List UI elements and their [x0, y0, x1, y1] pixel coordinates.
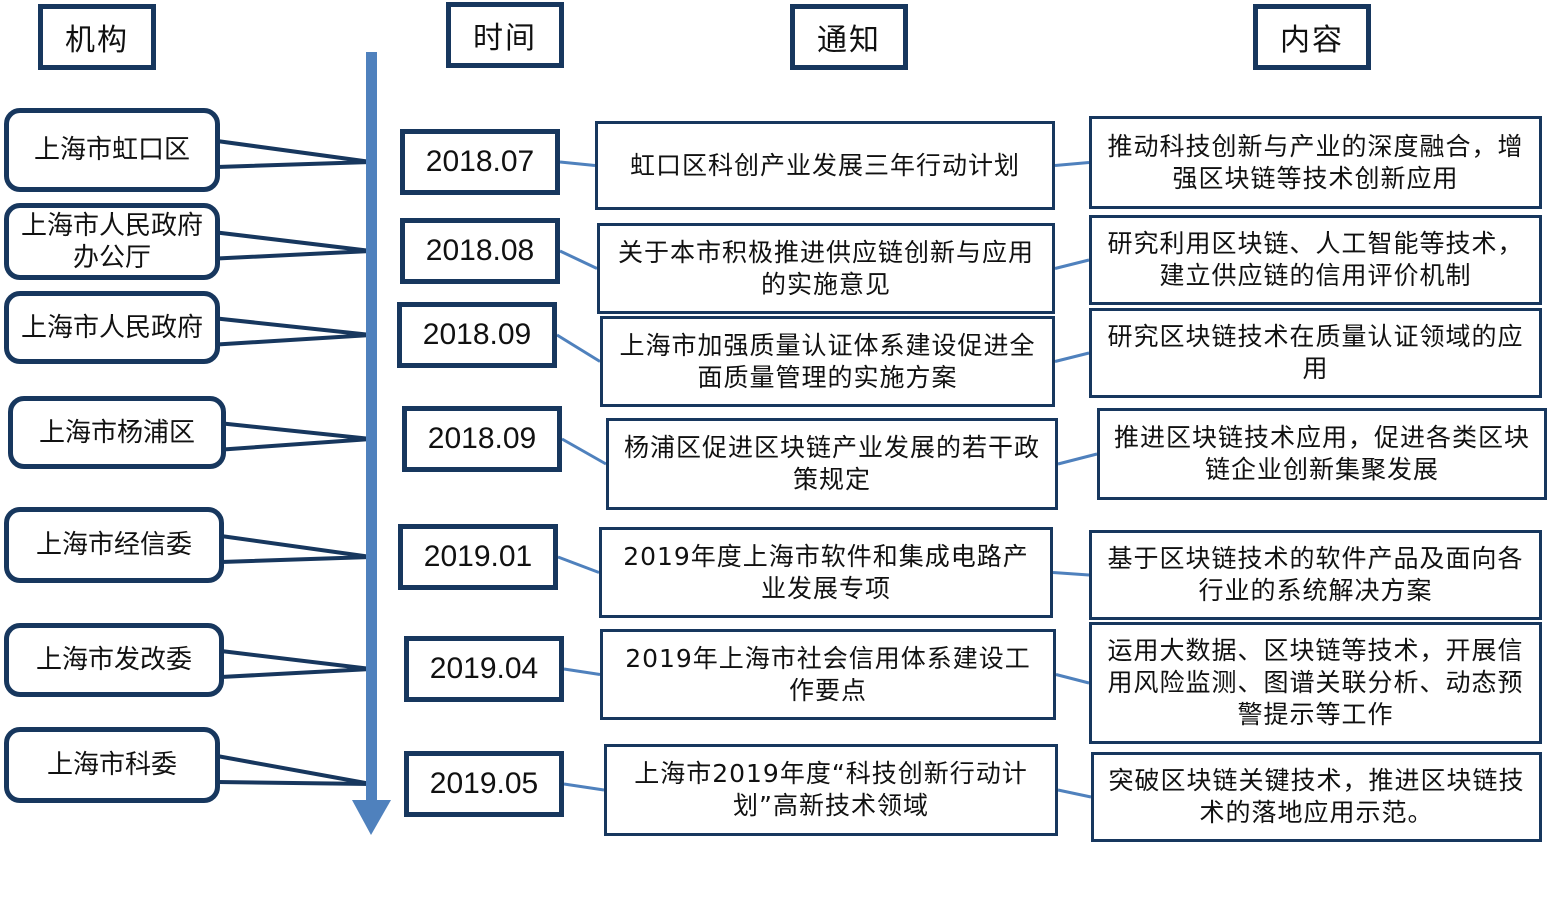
callout-tail: [214, 142, 371, 166]
date-notice-connector: [561, 437, 607, 466]
notice-content-connector: [1054, 161, 1090, 167]
callout-tail: [214, 319, 371, 344]
date-notice-connector: [559, 249, 598, 270]
connector-lines: [556, 160, 1098, 799]
date-box: 2018.09: [402, 406, 562, 472]
date-notice-connector: [557, 555, 600, 574]
header-content: 内容: [1253, 4, 1371, 70]
date-box: 2019.01: [398, 524, 558, 590]
notice-content-connector: [1055, 673, 1090, 685]
date-notice-connector: [556, 333, 601, 363]
notice-box: 虹口区科创产业发展三年行动计划: [595, 121, 1055, 210]
timeline-arrowhead: [352, 800, 391, 835]
org-box: 上海市人民政府办公厅: [4, 203, 220, 280]
content-box: 研究区块链技术在质量认证领域的应用: [1089, 308, 1542, 398]
org-box: 上海市虹口区: [4, 108, 220, 192]
date-box: 2018.09: [397, 302, 557, 368]
header-notice: 通知: [790, 4, 908, 70]
notice-content-connector: [1054, 258, 1090, 270]
date-box: 2018.07: [400, 129, 560, 195]
notice-content-connector: [1057, 452, 1098, 466]
content-box: 推动科技创新与产业的深度融合，增强区块链等技术创新应用: [1089, 116, 1542, 209]
callout-tail: [220, 424, 371, 449]
notice-box: 上海市加强质量认证体系建设促进全面质量管理的实施方案: [600, 316, 1055, 407]
content-box: 基于区块链技术的软件产品及面向各行业的系统解决方案: [1089, 530, 1542, 620]
date-notice-connector: [559, 160, 596, 167]
notice-content-connector: [1054, 351, 1090, 363]
notice-content-connector: [1052, 571, 1090, 577]
org-box: 上海市经信委: [4, 507, 224, 583]
header-org: 机构: [38, 4, 156, 70]
notice-box: 2019年度上海市软件和集成电路产业发展专项: [599, 527, 1053, 618]
callout-tail: [218, 537, 371, 561]
date-box: 2018.08: [400, 218, 560, 284]
content-box: 研究利用区块链、人工智能等技术，建立供应链的信用评价机制: [1089, 215, 1542, 305]
org-box: 上海市杨浦区: [8, 396, 226, 469]
content-box: 突破区块链关键技术，推进区块链技术的落地应用示范。: [1091, 752, 1542, 842]
date-notice-connector: [563, 782, 605, 792]
org-callout-tails: [214, 139, 373, 786]
notice-box: 杨浦区促进区块链产业发展的若干政策规定: [606, 418, 1058, 510]
org-box: 上海市科委: [4, 727, 220, 803]
notice-box: 2019年上海市社会信用体系建设工作要点: [600, 629, 1056, 720]
content-box: 推进区块链技术应用，促进各类区块链企业创新集聚发展: [1097, 408, 1547, 500]
org-box: 上海市发改委: [4, 623, 224, 697]
org-box: 上海市人民政府: [4, 291, 220, 364]
content-box: 运用大数据、区块链等技术，开展信用风险监测、图谱关联分析、动态预警提示等工作: [1089, 622, 1542, 744]
notice-content-connector: [1057, 788, 1092, 799]
timeline-axis: [366, 52, 377, 804]
date-notice-connector: [563, 667, 601, 676]
date-box: 2019.05: [404, 751, 564, 817]
notice-box: 关于本市积极推进供应链创新与应用的实施意见: [597, 223, 1055, 314]
notice-box: 上海市2019年度“科技创新行动计划”高新技术领域: [604, 744, 1058, 836]
header-time: 时间: [446, 2, 564, 68]
date-box: 2019.04: [404, 636, 564, 702]
